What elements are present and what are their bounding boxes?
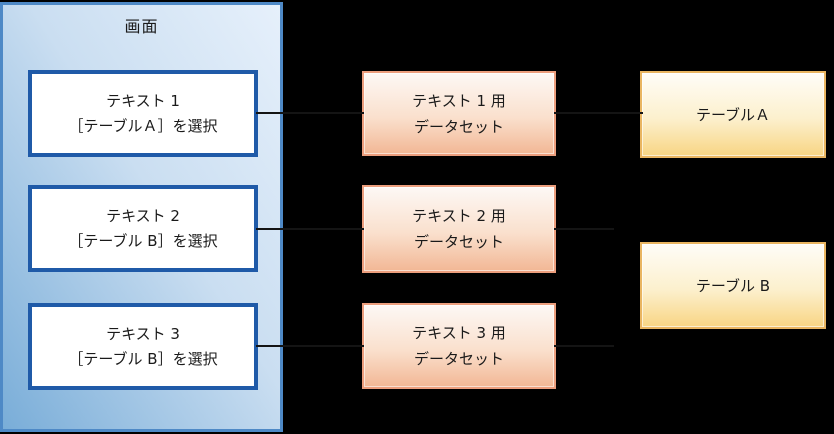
text-box-1: テキスト 1 ［テーブルＡ］を選択 (28, 70, 258, 157)
text-box-3-action: ［テーブル B］を選択 (68, 349, 218, 368)
connector-dataset1-tableA (554, 112, 643, 114)
dataset-box-3-line1: テキスト 3 用 (412, 324, 506, 342)
text-box-2-action: ［テーブル B］を選択 (68, 231, 218, 250)
text-box-3: テキスト 3 ［テーブル B］を選択 (28, 303, 258, 390)
text-box-2-title: テキスト 2 (106, 206, 180, 225)
connector-text3-dataset3 (256, 345, 364, 347)
connector-dataset3-tableB (554, 345, 614, 347)
connector-text1-dataset1 (256, 112, 364, 114)
screen-panel-title: 画面 (124, 17, 159, 36)
dataset-box-3: テキスト 3 用 データセット (362, 303, 556, 389)
table-box-a: テーブルＡ (640, 71, 826, 158)
dataset-box-2-line1: テキスト 2 用 (412, 207, 506, 225)
dataset-box-3-line2: データセット (413, 350, 504, 368)
text-box-1-title: テキスト 1 (106, 91, 180, 110)
text-box-3-title: テキスト 3 (106, 324, 180, 343)
table-box-b: テーブル B (640, 242, 826, 329)
dataset-box-2-line2: データセット (413, 233, 504, 251)
connector-dataset2-tableB (554, 228, 614, 230)
text-box-1-action: ［テーブルＡ］を選択 (68, 116, 218, 135)
dataset-box-1-line2: データセット (413, 117, 504, 136)
table-box-a-label: テーブルＡ (695, 106, 771, 124)
connector-text2-dataset2 (256, 228, 364, 230)
table-box-b-label: テーブル B (695, 277, 771, 295)
text-box-2: テキスト 2 ［テーブル B］を選択 (28, 185, 258, 272)
dataset-box-2: テキスト 2 用 データセット (362, 185, 556, 273)
dataset-box-1: テキスト 1 用 データセット (362, 71, 556, 156)
dataset-box-1-line1: テキスト 1 用 (412, 91, 506, 110)
